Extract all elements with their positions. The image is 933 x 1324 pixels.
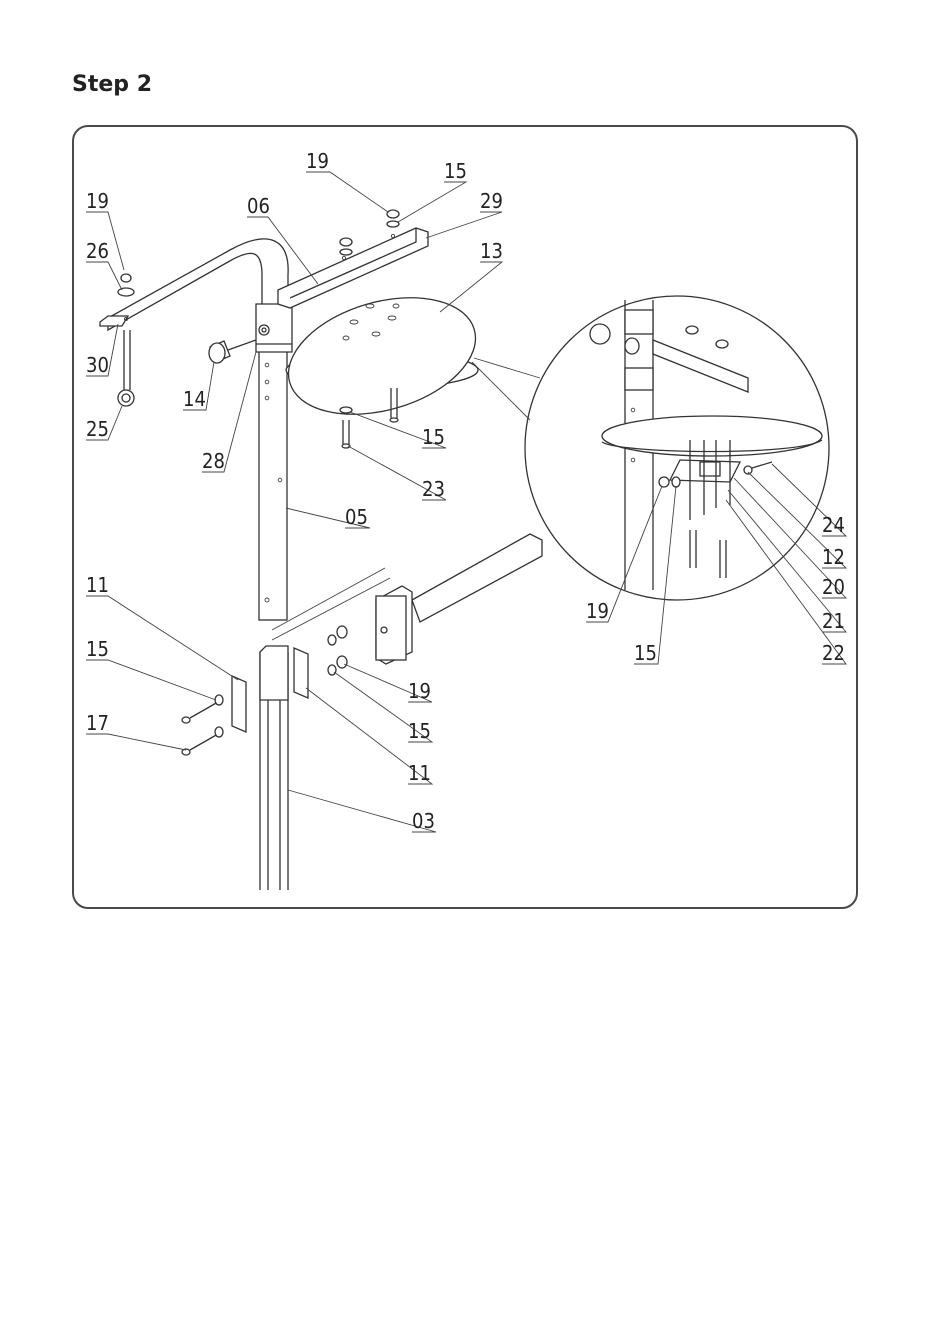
label-25: 25	[86, 417, 109, 441]
label-15-mid: 15	[422, 425, 445, 449]
label-26: 26	[86, 239, 109, 263]
label-24: 24	[822, 513, 845, 537]
label-15-left: 15	[86, 637, 109, 661]
crossbar-29	[278, 228, 428, 308]
label-20: 20	[822, 575, 845, 599]
bolt-17	[182, 695, 223, 755]
pole-05	[259, 350, 287, 620]
label-15-right: 15	[408, 719, 431, 743]
nut-washer-right	[328, 626, 347, 675]
label-19-top: 19	[306, 149, 329, 173]
label-17: 17	[86, 711, 109, 735]
label-11-right: 11	[408, 761, 431, 785]
section-cut	[272, 568, 390, 640]
label-12: 12	[822, 545, 845, 569]
label-15-top: 15	[444, 159, 467, 183]
label-15-detail: 15	[634, 641, 657, 665]
label-19-right: 19	[408, 679, 431, 703]
sleeve-28	[256, 304, 292, 352]
label-19-left: 19	[86, 189, 109, 213]
label-23: 23	[422, 477, 445, 501]
label-22: 22	[822, 641, 845, 665]
arm-bracket	[376, 534, 542, 664]
label-13: 13	[480, 239, 503, 263]
hook-25	[118, 330, 134, 406]
label-30: 30	[86, 353, 109, 377]
label-28: 28	[202, 449, 225, 473]
label-19-detail: 19	[586, 599, 609, 623]
knob-14	[209, 340, 256, 363]
label-03: 03	[412, 809, 435, 833]
label-05: 05	[345, 505, 368, 529]
platform-13	[275, 278, 489, 435]
label-11-left: 11	[86, 573, 109, 597]
nut-washer-top	[118, 210, 399, 296]
leader-lines	[86, 172, 846, 832]
label-21: 21	[822, 609, 845, 633]
pole-03	[260, 646, 288, 890]
label-06: 06	[247, 194, 270, 218]
label-29: 29	[480, 189, 503, 213]
label-14: 14	[183, 387, 206, 411]
